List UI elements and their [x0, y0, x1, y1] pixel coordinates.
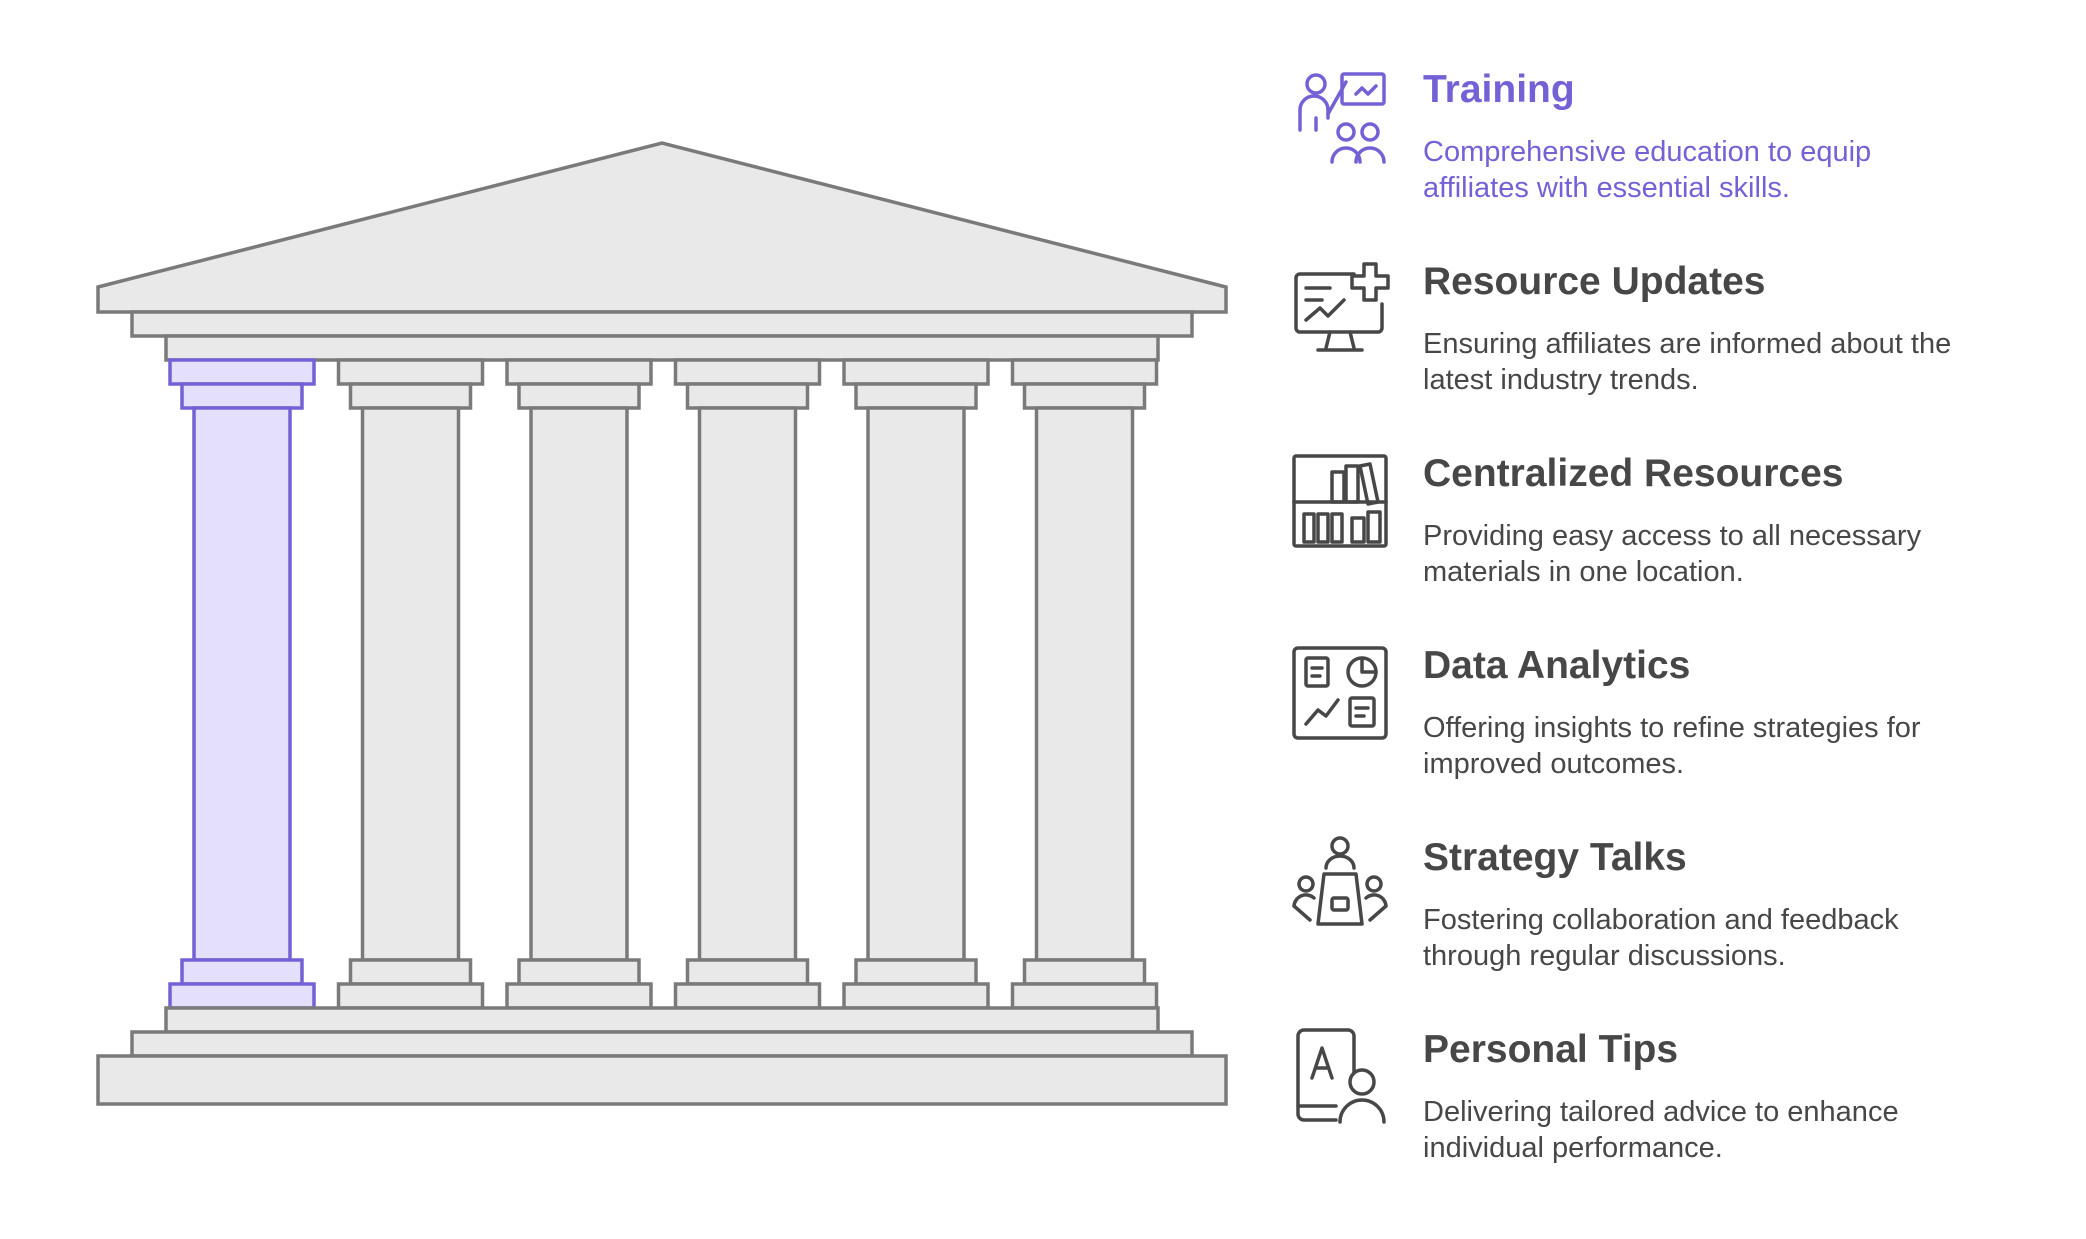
- bookshelf-icon: [1292, 454, 1388, 548]
- column-capital-bottom: [685, 382, 810, 410]
- column-base-top: [517, 958, 641, 986]
- column-base-top: [854, 958, 978, 986]
- analytics-dashboard-icon: [1292, 646, 1388, 740]
- pillar-description: Ensuring affiliates are informed about t…: [1423, 328, 1952, 396]
- column-base-bottom: [168, 982, 316, 1010]
- pillar-title: Personal Tips: [1423, 1028, 1679, 1071]
- column-capital-top: [842, 358, 990, 386]
- temple-entablature-lower: [164, 334, 1160, 362]
- temple-entablature-upper: [130, 310, 1194, 338]
- column-shaft: [529, 406, 629, 962]
- pillar-title: Centralized Resources: [1423, 452, 1844, 495]
- column-shaft: [1034, 406, 1135, 962]
- pillar-description: Delivering tailored advice to enhance in…: [1423, 1096, 1899, 1164]
- pillar-description: Offering insights to refine strategies f…: [1423, 712, 1921, 780]
- column-base-bottom: [673, 982, 822, 1010]
- column-shaft: [866, 406, 966, 962]
- column-shaft: [192, 406, 292, 962]
- pillar-title: Resource Updates: [1423, 260, 1766, 303]
- personal-guide-icon: [1296, 1028, 1386, 1124]
- temple-roof-group: [96, 141, 1228, 362]
- temple-diagram: [96, 141, 1228, 1106]
- temple-pediment: [96, 141, 1228, 314]
- column-capital-bottom: [1022, 382, 1147, 410]
- column-capital-bottom: [517, 382, 641, 410]
- pillar-title: Strategy Talks: [1423, 836, 1687, 879]
- column-base-top: [1022, 958, 1147, 986]
- trainer-presentation-icon: [1298, 72, 1386, 164]
- temple-column-2: [336, 358, 485, 1010]
- temple-column-6: [1010, 358, 1159, 1010]
- temple-base-group: [96, 1006, 1228, 1106]
- pillar-description: Fostering collaboration and feedback thr…: [1423, 904, 1899, 972]
- temple-base-step-1: [164, 1006, 1160, 1034]
- column-shaft: [360, 406, 461, 962]
- column-base-top: [685, 958, 810, 986]
- temple-columns: [168, 358, 1159, 1010]
- column-base-bottom: [842, 982, 990, 1010]
- pillar-title: Data Analytics: [1423, 644, 1691, 687]
- column-capital-bottom: [348, 382, 473, 410]
- temple-base-step-2: [130, 1030, 1194, 1058]
- column-capital-top: [168, 358, 316, 386]
- column-base-top: [180, 958, 304, 986]
- column-base-bottom: [1010, 982, 1159, 1010]
- column-capital-bottom: [854, 382, 978, 410]
- meeting-table-icon: [1292, 836, 1388, 926]
- temple-column-3: [505, 358, 653, 1010]
- column-capital-top: [673, 358, 822, 386]
- column-capital-bottom: [180, 382, 304, 410]
- column-capital-top: [505, 358, 653, 386]
- column-base-top: [348, 958, 473, 986]
- pillar-title: Training: [1423, 68, 1575, 111]
- column-base-bottom: [336, 982, 485, 1010]
- temple-column-5: [842, 358, 990, 1010]
- monitor-chart-plus-icon: [1294, 262, 1390, 352]
- temple-column-4: [673, 358, 822, 1010]
- pillar-description: Comprehensive education to equip affilia…: [1423, 136, 1872, 204]
- column-capital-top: [1010, 358, 1159, 386]
- temple-column-1: [168, 358, 316, 1010]
- temple-base-step-3: [96, 1054, 1228, 1106]
- column-capital-top: [336, 358, 485, 386]
- pillar-description: Providing easy access to all necessary m…: [1423, 520, 1922, 588]
- column-base-bottom: [505, 982, 653, 1010]
- column-shaft: [697, 406, 798, 962]
